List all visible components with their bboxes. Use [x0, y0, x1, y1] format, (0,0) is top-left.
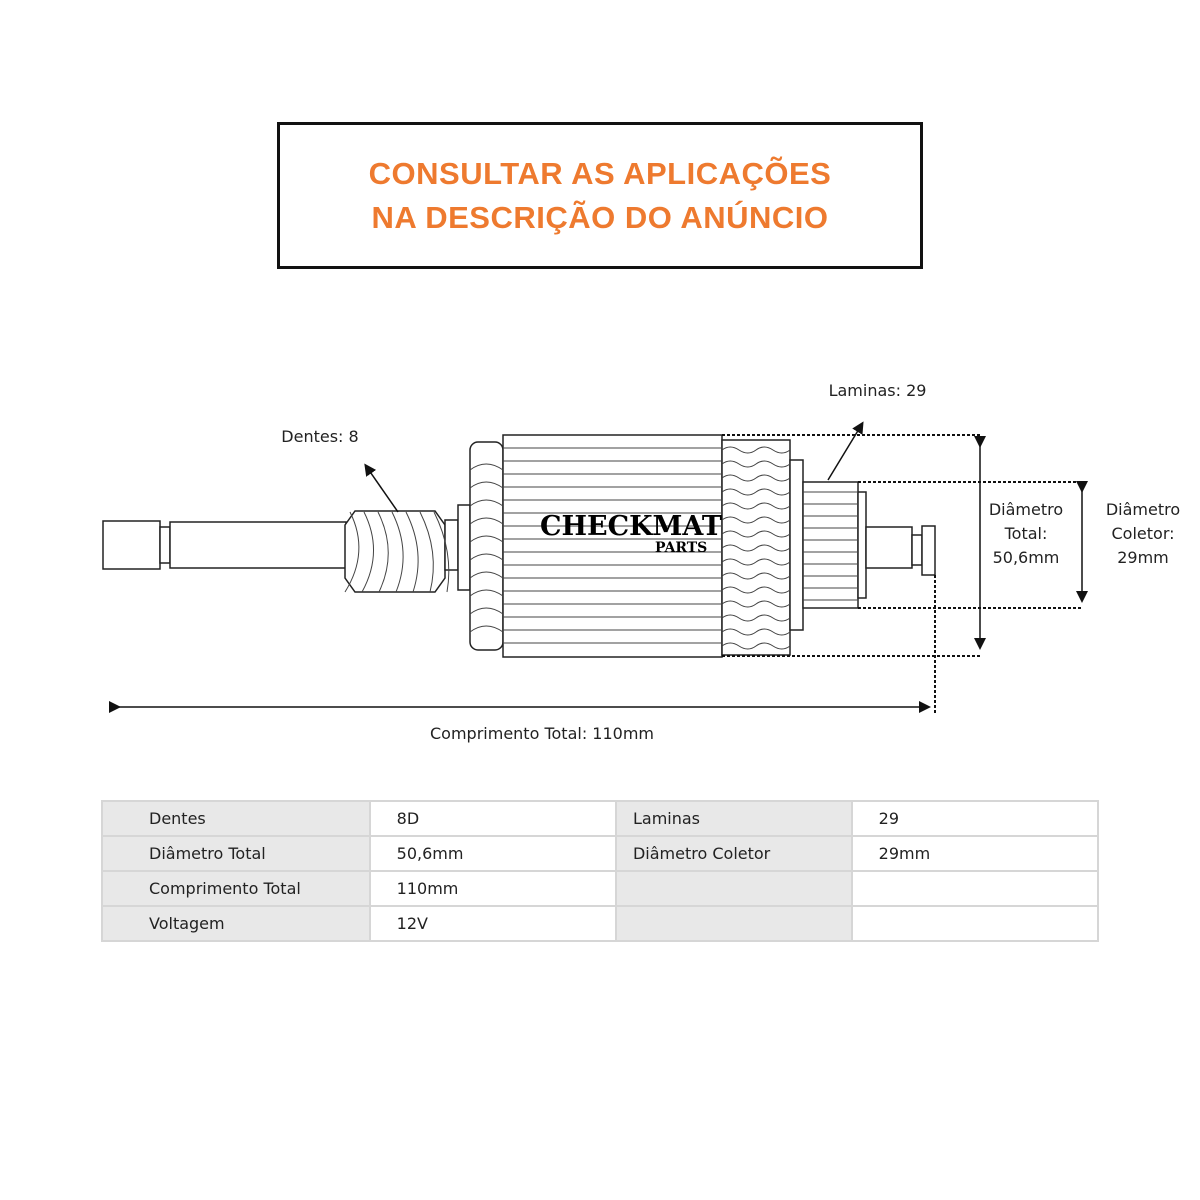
laminas-label: Laminas: 29 — [828, 381, 927, 400]
dentes-label: Dentes: 8 — [281, 427, 359, 446]
spec-label: Diâmetro Coletor — [614, 835, 853, 872]
spec-label: Voltagem — [101, 905, 371, 942]
spec-value: 29 — [850, 800, 1100, 837]
notice-line-1: CONSULTAR AS APLICAÇÕES — [368, 155, 832, 191]
label-line: 29mm — [1117, 548, 1169, 567]
label-line: Diâmetro — [988, 500, 1064, 519]
spec-value: 50,6mm — [368, 835, 617, 872]
logo-main: CHECKMAT — [540, 511, 722, 542]
shaft-right — [865, 526, 913, 569]
spec-label: Diâmetro Total — [101, 835, 371, 872]
laminas-leader — [827, 421, 864, 481]
spec-value — [850, 870, 1100, 907]
pinion-gear — [344, 510, 446, 593]
spec-label — [614, 905, 853, 942]
spec-value: 12V — [368, 905, 617, 942]
spec-label: Comprimento Total — [101, 870, 371, 907]
diameter-collector-label: Diâmetro Coletor: 29mm — [1093, 498, 1193, 570]
notice-line-2: NA DESCRIÇÃO DO ANÚNCIO — [371, 199, 829, 235]
spec-value: 110mm — [368, 870, 617, 907]
spec-value — [850, 905, 1100, 942]
spec-label: Dentes — [101, 800, 371, 837]
winding-left — [469, 441, 504, 651]
label-line: 50,6mm — [992, 548, 1060, 567]
shaft-left — [169, 521, 347, 569]
spec-value: 29mm — [850, 835, 1100, 872]
spec-value: 8D — [368, 800, 617, 837]
dentes-leader — [364, 463, 399, 513]
armature-core — [502, 434, 723, 658]
label-line: Diâmetro — [1105, 500, 1181, 519]
commutator — [802, 481, 859, 609]
diameter-total-label: Diâmetro Total: 50,6mm — [976, 498, 1076, 570]
notice-banner: CONSULTAR AS APLICAÇÕES NA DESCRIÇÃO DO … — [277, 122, 923, 269]
spec-label: Laminas — [614, 800, 853, 837]
shaft-end-left — [102, 520, 161, 570]
label-line: Total: — [1004, 524, 1048, 543]
spec-label — [614, 870, 853, 907]
label-line: Coletor: — [1111, 524, 1175, 543]
logo-sub: PARTS — [655, 540, 707, 556]
length-label: Comprimento Total: 110mm — [430, 724, 654, 743]
